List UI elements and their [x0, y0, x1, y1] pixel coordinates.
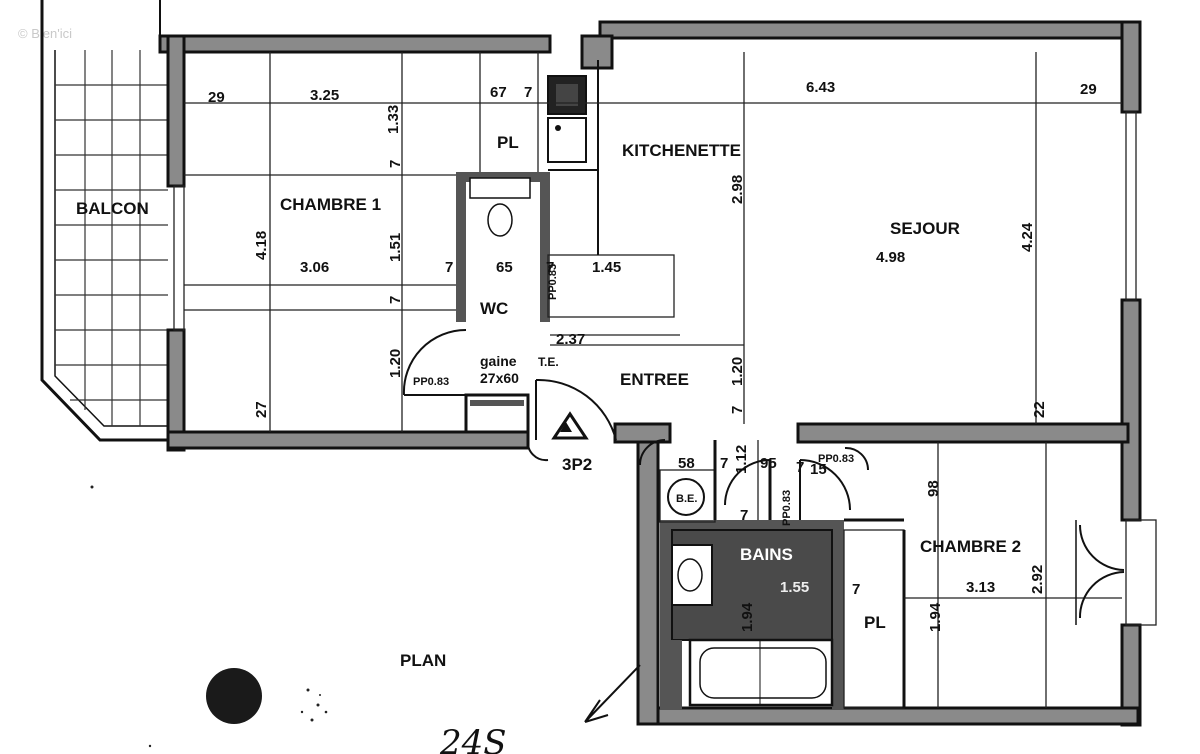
dim-7-entree: 7	[729, 406, 746, 414]
dim-1-20-left: 1.20	[387, 349, 404, 378]
dim-22: 22	[1031, 401, 1048, 418]
entrance-triangle-icon	[551, 411, 589, 440]
dim-1-94-left: 1.94	[739, 602, 756, 632]
balcony	[40, 0, 168, 442]
watermark-text: © Bien'ici	[18, 26, 72, 41]
dim-4-24: 4.24	[1019, 222, 1036, 252]
fixtures	[469, 75, 834, 710]
dim-3-13: 3.13	[966, 579, 995, 596]
arrow-icon	[584, 664, 641, 723]
dim-2-37: 2.37	[556, 331, 585, 348]
room-label-bains: BAINS	[740, 545, 793, 564]
dim-1-94-right: 1.94	[927, 602, 944, 632]
dim-7-bains: 7	[796, 459, 804, 476]
label-be: B.E.	[676, 493, 697, 505]
dim-7-ch1b: 7	[387, 296, 404, 304]
dim-3-06: 3.06	[300, 259, 329, 276]
dim-2-92: 2.92	[1029, 565, 1046, 594]
dim-6-43: 6.43	[806, 79, 835, 96]
dim-29-right: 29	[1080, 81, 1097, 98]
plan-label: PLAN	[400, 651, 446, 670]
dim-7-pl: 7	[852, 581, 860, 598]
room-label-wc: WC	[480, 299, 508, 318]
dim-67: 67	[490, 84, 507, 101]
room-label-pl-bottom: PL	[864, 613, 886, 632]
windows	[173, 111, 1157, 626]
label-pp-wc: PP0.83	[547, 264, 559, 300]
speckles	[90, 485, 328, 748]
room-label-chambre-2: CHAMBRE 2	[920, 537, 1021, 556]
handwritten-note: 24S	[439, 723, 507, 754]
dim-4-98: 4.98	[876, 249, 905, 266]
room-label-pl-top: PL	[497, 133, 519, 152]
room-label-chambre-1: CHAMBRE 1	[280, 195, 381, 214]
room-label-sejour: SEJOUR	[890, 219, 960, 238]
dim-7-be: 7	[720, 455, 728, 472]
stamp-dot-icon	[206, 668, 262, 724]
dim-7-mid: 7	[445, 259, 453, 276]
room-label-kitchenette: KITCHENETTE	[622, 141, 741, 160]
dim-98: 98	[925, 480, 942, 497]
dim-29-left: 29	[208, 89, 225, 106]
dim-1-51: 1.51	[387, 233, 404, 262]
dim-15: 15	[810, 461, 827, 478]
doors	[402, 328, 1125, 625]
room-label-entree: ENTREE	[620, 370, 689, 389]
apartment-id: 3P2	[562, 455, 592, 474]
dim-1-45: 1.45	[592, 259, 621, 276]
dim-2-98: 2.98	[729, 175, 746, 204]
dim-7-ch1a: 7	[387, 160, 404, 168]
label-gaine: gaine	[480, 353, 517, 369]
label-pp-ch2: PP0.83	[818, 453, 854, 465]
dim-1-12: 1.12	[733, 445, 750, 474]
dim-1-55: 1.55	[780, 579, 809, 596]
dim-27: 27	[253, 401, 270, 418]
dim-95: 95	[760, 455, 777, 472]
dim-7-top: 7	[524, 84, 532, 101]
label-te: T.E.	[538, 355, 559, 369]
dim-3-25: 3.25	[310, 87, 339, 104]
label-pp-bains: PP0.83	[781, 490, 793, 526]
dim-1-20-right: 1.20	[729, 357, 746, 386]
dimension-lines	[184, 52, 1122, 708]
label-pp-left: PP0.83	[413, 376, 449, 388]
dim-7-bath: 7	[740, 507, 748, 524]
dim-1-33: 1.33	[385, 105, 402, 134]
dim-4-18: 4.18	[253, 231, 270, 260]
dim-65: 65	[496, 259, 513, 276]
dim-58: 58	[678, 455, 695, 472]
label-gaine-size: 27x60	[480, 370, 519, 386]
dim-7-wc: 7	[546, 259, 554, 276]
room-label-balcon: BALCON	[76, 199, 149, 218]
